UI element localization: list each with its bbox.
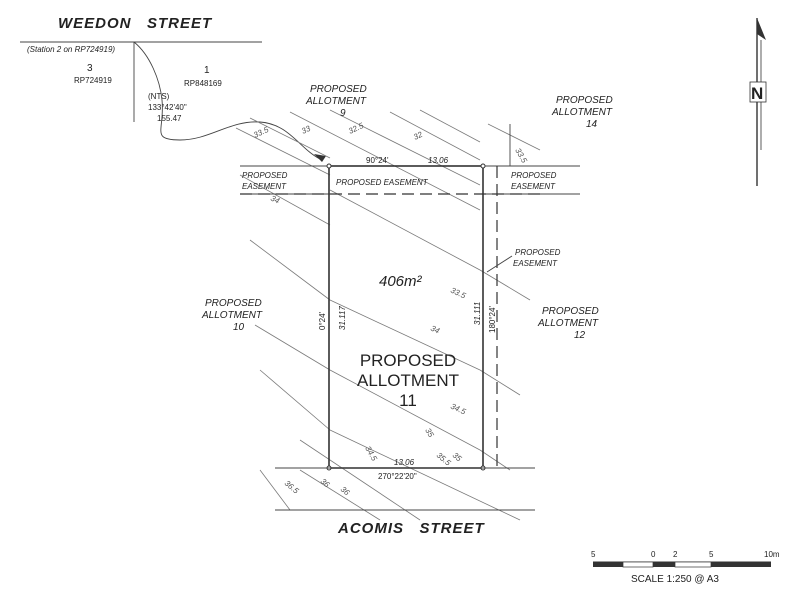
allotment-14-label: ALLOTMENT	[551, 107, 613, 118]
contour-label: 32	[412, 130, 424, 142]
bottom-distance: 13.06	[394, 458, 415, 467]
station-note: (Station 2 on RP724919)	[27, 45, 115, 54]
traverse-nts: (NTS)	[148, 92, 170, 101]
easement-centre-label: PROPOSED EASEMENT	[336, 178, 429, 187]
allotment-9-label: ALLOTMENT	[305, 96, 367, 107]
lot-1-number: 1	[204, 65, 210, 76]
acomis-street-label: ACOMIS STREET	[337, 520, 486, 537]
allotment-12-number: 12	[574, 330, 586, 341]
allotment-11-number: 11	[399, 391, 417, 410]
allotment-10-number: 10	[233, 322, 245, 333]
side-easement-label: PROPOSED	[515, 248, 561, 257]
side-easement-leader	[486, 255, 513, 273]
side-easement-label: EASEMENT	[513, 259, 558, 268]
allotment-9-number: 9	[340, 108, 346, 119]
easement-right-label: EASEMENT	[511, 182, 556, 191]
traverse-line	[133, 41, 323, 161]
allotment-11-title: PROPOSED	[360, 351, 456, 370]
easement-left-label: PROPOSED	[242, 171, 288, 180]
traverse-distance: 155.47	[157, 114, 182, 123]
allotment-10-label: PROPOSED	[205, 298, 262, 309]
north-label: N	[751, 84, 763, 103]
contour-label: 33	[300, 124, 312, 136]
north-arrow-icon	[749, 18, 767, 186]
scale-tick-label: 0	[651, 550, 656, 559]
weedon-street-label: WEEDON STREET	[58, 15, 213, 32]
bottom-bearing: 270°22'20"	[378, 472, 417, 481]
left-distance: 31.117	[338, 306, 347, 330]
contour-label: 34	[269, 194, 281, 206]
left-bearing: 0°24'	[318, 311, 327, 330]
scale-bar	[593, 561, 771, 568]
allotment-12-label: PROPOSED	[542, 306, 599, 317]
scale-tick-label: 2	[673, 550, 678, 559]
lot-3-plan: RP724919	[74, 76, 112, 85]
lot-3-number: 3	[87, 63, 93, 74]
allotment-11-title: ALLOTMENT	[357, 371, 459, 390]
allotment-14-number: 14	[586, 119, 598, 130]
contour-label: 33.5	[449, 286, 467, 301]
allotment-9-label: PROPOSED	[310, 84, 367, 95]
traverse-bearing: 133°42'40"	[148, 103, 187, 112]
contour-label: 34	[429, 324, 441, 336]
area-label: 406m²	[379, 273, 423, 290]
easement-left-label: EASEMENT	[242, 182, 287, 191]
traverse-arrowhead	[314, 154, 326, 162]
allotment-14-label: PROPOSED	[556, 95, 613, 106]
corner-marker	[480, 163, 486, 169]
right-distance: 31.111	[473, 302, 482, 325]
right-bearing: 180°24'	[488, 306, 497, 333]
contour-label: 36.5	[283, 479, 301, 496]
scale-tick-label: 5	[591, 550, 596, 559]
contour-label: 35	[423, 427, 436, 440]
contour-lines	[235, 109, 541, 521]
contour-label: 32.5	[347, 121, 365, 136]
allotment-12-label: ALLOTMENT	[537, 318, 599, 329]
contour-label: 35.5	[435, 451, 453, 468]
contour-label: 33.5	[513, 147, 529, 165]
top-distance: 13.06	[428, 156, 449, 165]
scale-tick-label: 10m	[764, 550, 780, 559]
allotment-11-boundary	[328, 165, 484, 469]
contour-label: 34.5	[449, 402, 467, 417]
corner-marker	[326, 163, 332, 169]
allotment-10-label: ALLOTMENT	[201, 310, 263, 321]
contour-label: 35	[451, 451, 464, 464]
top-bearing: 90°24'	[366, 156, 389, 165]
lot-1-plan: RP848169	[184, 79, 222, 88]
easement-right-label: PROPOSED	[511, 171, 557, 180]
scale-caption: SCALE 1:250 @ A3	[631, 574, 719, 585]
contour-label: 34.5	[363, 445, 379, 463]
contour-label: 36	[319, 477, 332, 490]
scale-tick-label: 5	[709, 550, 714, 559]
